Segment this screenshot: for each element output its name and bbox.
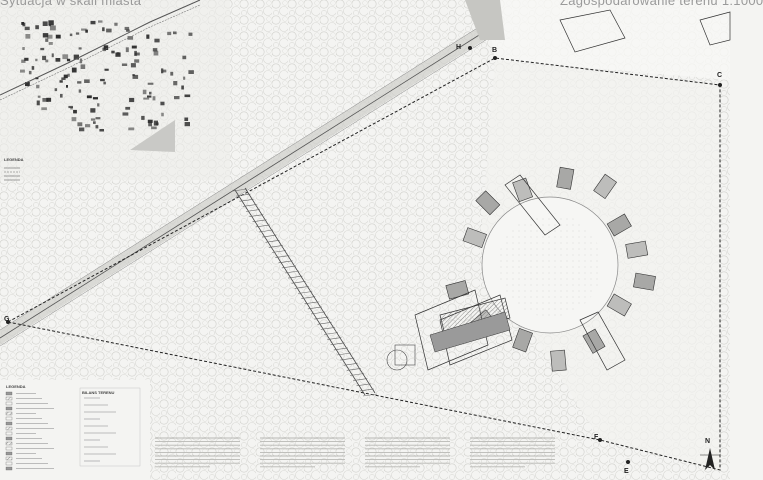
pavilion: [512, 328, 533, 353]
title-right: Zagospodarowanie terenu 1:1000: [560, 0, 763, 8]
north-arrow-label: N: [705, 438, 711, 445]
pavilion: [625, 240, 649, 259]
point-label-h: H: [456, 44, 462, 51]
pavilion: [550, 349, 567, 372]
inset-legend-heading: LEGENDA: [4, 157, 24, 162]
main-building-complex: [386, 289, 513, 371]
upper-right-buildings: [559, 9, 731, 53]
point-label-e: E: [624, 468, 629, 475]
pavilion: [512, 177, 533, 202]
point-label-f: F: [594, 434, 599, 441]
plaza: [481, 196, 619, 334]
point-label-c: C: [717, 72, 723, 79]
legend-block: [0, 380, 150, 480]
site-boundary: [7, 57, 721, 471]
point-label-b: B: [492, 47, 498, 54]
town-inset: [0, 0, 230, 180]
pavilion: [606, 293, 632, 317]
table-heading: BILANS TERENU: [82, 390, 115, 395]
pavilion: [606, 213, 632, 237]
pavilion: [633, 272, 656, 291]
site-plan-drawing: [0, 0, 731, 480]
pavilion: [593, 173, 617, 200]
pavilion: [475, 190, 501, 216]
north-arrow-icon: [700, 448, 720, 470]
point-label-g: G: [4, 316, 10, 323]
boundary-markers: [6, 46, 722, 464]
rail-track: [232, 187, 378, 397]
upper-right-parcel: [485, 0, 730, 80]
main-road: [0, 0, 505, 347]
plaza-pavilions: [445, 166, 656, 372]
description-text-blocks: [155, 437, 555, 468]
pavilion: [462, 227, 487, 248]
inset-legend-lines: [4, 167, 20, 181]
legend-heading: LEGENDA: [6, 384, 26, 389]
title-left: Sytuacja w skali miasta: [0, 0, 142, 8]
pavilion: [556, 166, 575, 190]
